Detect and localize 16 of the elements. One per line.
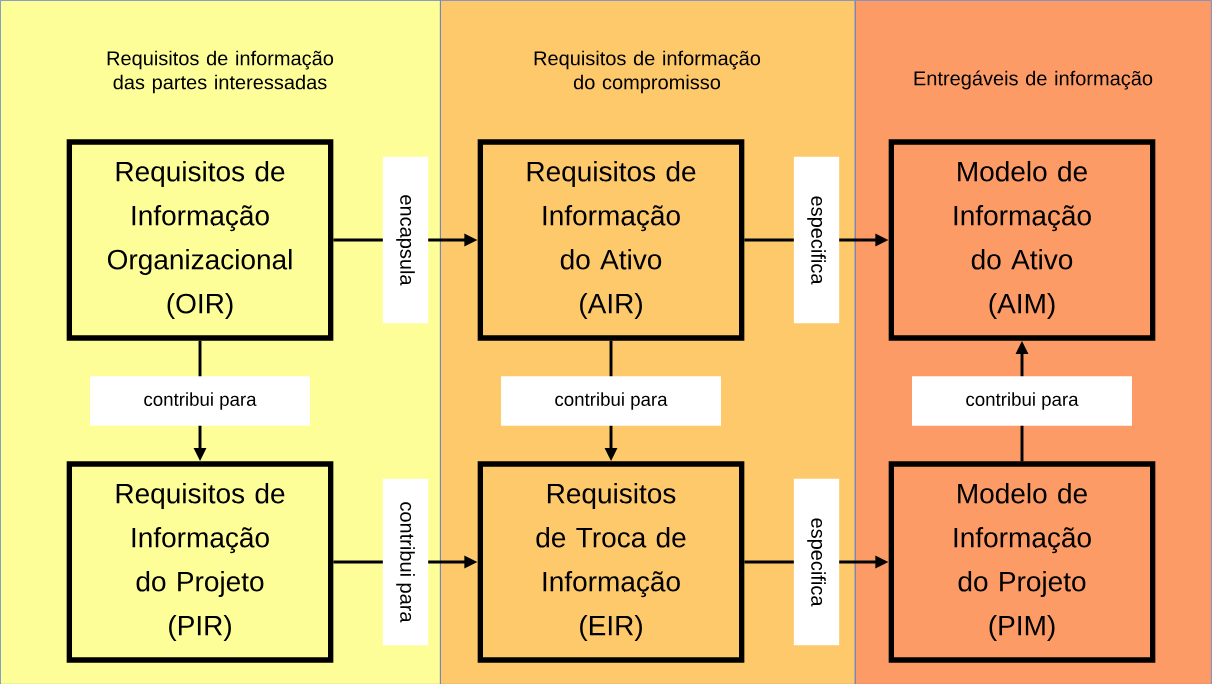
edge-label: contribui para — [555, 392, 668, 410]
edge-label: especifica — [807, 196, 826, 285]
edge-label: especifica — [807, 518, 826, 607]
process-box: Requisitos de Troca de Informação (EIR) — [477, 461, 745, 663]
process-box: Modelo de Informação do Projeto (PIM) — [888, 461, 1156, 663]
band-heading: Entregáveis de informação — [914, 70, 1153, 90]
edge-label: contribui para — [144, 392, 257, 410]
edge-label: contribui para — [396, 502, 415, 623]
process-box: Requisitos de Informação do Ativo (AIR) — [477, 139, 745, 341]
process-box: Requisitos de Informação do Projeto (PIR) — [66, 461, 334, 663]
band-heading: Requisitos de informação do compromisso — [534, 50, 761, 94]
process-box: Requisitos de Informação Organizacional (OIR) — [66, 139, 334, 341]
edge-label: encapsula — [396, 195, 415, 286]
process-box: Modelo de Informação do Ativo (AIM) — [888, 139, 1156, 341]
edge-label: contribui para — [966, 392, 1079, 410]
band-heading: Requisitos de informação das partes interessadas — [107, 50, 334, 94]
